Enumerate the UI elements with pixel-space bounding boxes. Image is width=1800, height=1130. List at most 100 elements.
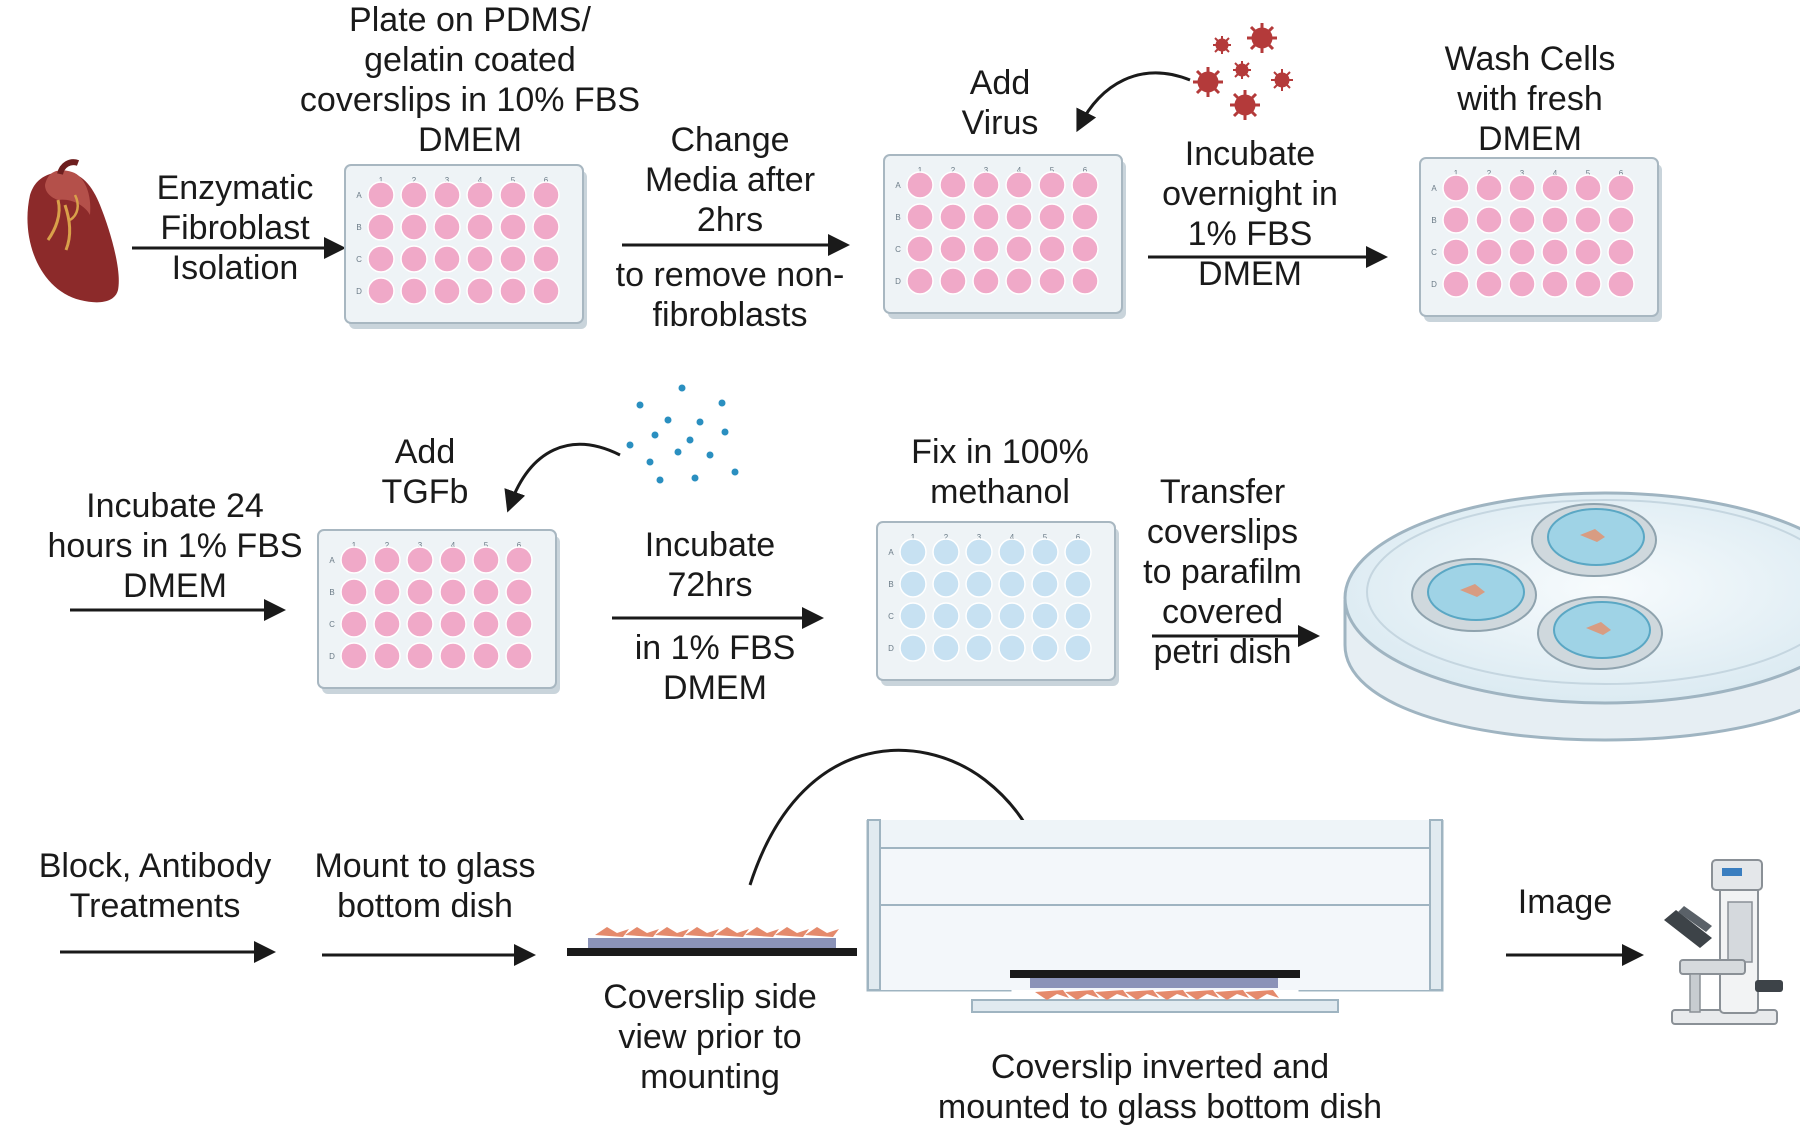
plate-row-label: D: [895, 277, 901, 286]
plate-well: [1475, 270, 1503, 298]
plate-row-label: A: [356, 191, 362, 200]
plate-well: [472, 642, 500, 670]
plate-well: [340, 610, 368, 638]
plate-row-label: B: [888, 580, 893, 589]
plate-well: [906, 235, 934, 263]
plate-well: [472, 546, 500, 574]
plate-well: [1508, 206, 1536, 234]
plate-row-label: C: [888, 612, 894, 621]
plate-row-label: C: [895, 245, 901, 254]
plate-well: [932, 602, 960, 630]
plate-well: [932, 538, 960, 566]
plate-column-label: 1: [911, 533, 916, 542]
plate-well: [499, 245, 527, 273]
plate-well: [340, 578, 368, 606]
plate-well: [400, 213, 428, 241]
plate-well: [406, 578, 434, 606]
plate-well: [532, 245, 560, 273]
plate-column-label: 4: [1010, 533, 1015, 542]
plate-well: [466, 245, 494, 273]
label-mount: Mount to glass bottom dish: [314, 847, 536, 925]
plate-well: [972, 203, 1000, 231]
plate-well: [340, 642, 368, 670]
label-add-virus: Add Virus: [961, 64, 1039, 142]
plate-row-label: B: [1431, 216, 1436, 225]
plate-column-label: 5: [484, 541, 489, 550]
plate-well: [466, 277, 494, 305]
plate-well: [899, 634, 927, 662]
plate-column-label: 4: [1553, 169, 1558, 178]
plate-well: [1005, 235, 1033, 263]
plate-well: [1442, 174, 1470, 202]
plate-well: [400, 277, 428, 305]
plate-well: [466, 181, 494, 209]
label-incubate-24: Incubate 24 hours in 1% FBS DMEM: [47, 487, 303, 605]
plate-well: [1071, 203, 1099, 231]
label-incubate-72-top: Incubate 72hrs: [644, 526, 776, 604]
plate-well: [1031, 538, 1059, 566]
plate-well: [1574, 174, 1602, 202]
plate-row-label: A: [888, 548, 894, 557]
plate-column-label: 5: [511, 176, 516, 185]
plate-well: [1071, 171, 1099, 199]
plate-well: [972, 171, 1000, 199]
label-change-media-top: Change Media after 2hrs: [644, 121, 816, 239]
label-side-view: Coverslip side view prior to mounting: [603, 978, 817, 1096]
heart-icon: [27, 159, 119, 303]
plate-well: [340, 546, 368, 574]
coverslip-on-parafilm: [1537, 596, 1663, 670]
plate-well: [499, 181, 527, 209]
plate-well: [505, 546, 533, 574]
plate-well: [1071, 235, 1099, 263]
plate-column-label: 1: [379, 176, 384, 185]
plate-well: [433, 245, 461, 273]
plate-well: [367, 245, 395, 273]
plate-well: [433, 213, 461, 241]
plate-well: [998, 538, 1026, 566]
plate-well: [1038, 203, 1066, 231]
plate-well: [466, 213, 494, 241]
plate-well: [998, 634, 1026, 662]
glass-bottom-dish: [866, 819, 1444, 1013]
plate-column-label: 6: [1619, 169, 1624, 178]
plate-row-label: B: [356, 223, 361, 232]
plate-well: [439, 546, 467, 574]
plate-well: [1064, 570, 1092, 598]
plate-well: [400, 181, 428, 209]
plate-well: [373, 642, 401, 670]
plate-well: [1475, 238, 1503, 266]
plate-well: [1541, 270, 1569, 298]
plate-well: [965, 602, 993, 630]
plate-well: [499, 277, 527, 305]
plate-column-label: 2: [1487, 169, 1492, 178]
plate-column-label: 2: [385, 541, 390, 550]
plate-well: [433, 277, 461, 305]
plate-column-label: 6: [1076, 533, 1081, 542]
plate-well: [367, 277, 395, 305]
plate-row-label: A: [895, 181, 901, 190]
plate-well: [1607, 270, 1635, 298]
plate-well: [906, 203, 934, 231]
plate-column-label: 3: [418, 541, 423, 550]
plate-well: [1475, 174, 1503, 202]
plate-well: [439, 610, 467, 638]
plate-well: [1607, 238, 1635, 266]
plate-well: [1064, 602, 1092, 630]
plate-column-label: 4: [451, 541, 456, 550]
arrow-virus-curve: [1076, 71, 1191, 133]
plate-well: [499, 213, 527, 241]
plate-well: [532, 181, 560, 209]
plate-row-label: B: [329, 588, 334, 597]
plate-column-label: 6: [544, 176, 549, 185]
plate-well: [1541, 238, 1569, 266]
plate-column-label: 3: [445, 176, 450, 185]
plate-row-label: B: [895, 213, 900, 222]
plate-well: [1607, 206, 1635, 234]
plate-well: [939, 203, 967, 231]
plate-well: [1475, 206, 1503, 234]
label-transfer: Transfer coverslips to parafilm covered …: [1143, 473, 1302, 671]
